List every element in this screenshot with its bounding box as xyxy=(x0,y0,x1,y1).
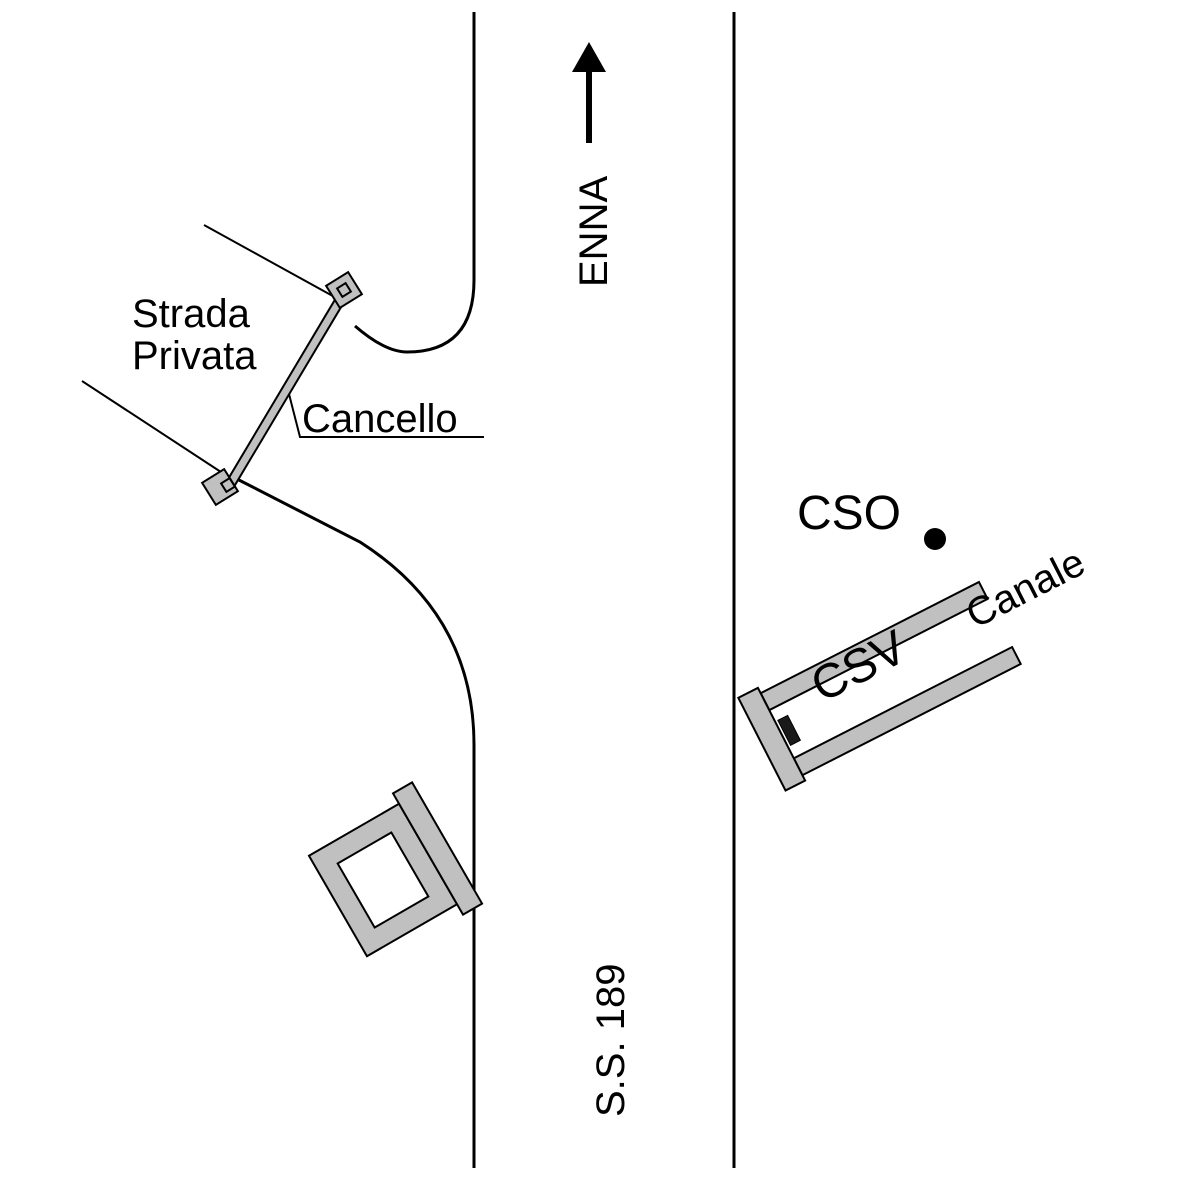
canal-end-wall xyxy=(736,686,807,792)
gate-leader-line xyxy=(288,393,484,438)
direction-label: ENNA xyxy=(572,176,616,287)
gate-post-bottom-inner xyxy=(219,476,237,494)
gate-post-top-inner xyxy=(335,281,353,299)
private-road-label-line2: Privata xyxy=(132,334,257,378)
private-road-upper-edge xyxy=(203,224,341,301)
cso-label: CSO xyxy=(797,487,901,540)
gate-bar-fill xyxy=(224,293,347,490)
road-left-edge xyxy=(354,12,476,354)
road-name-label: S.S. 189 xyxy=(589,964,633,1117)
gate xyxy=(200,270,364,507)
gate-post-top xyxy=(324,270,364,310)
csv-sensor xyxy=(777,714,802,746)
private-road-label-line1: Strada xyxy=(132,292,251,336)
canal-structure xyxy=(736,580,1023,792)
building xyxy=(307,781,484,958)
filled-circle-icon xyxy=(924,528,946,550)
arrow-up-icon xyxy=(572,42,606,143)
private-road-lower-edge xyxy=(81,380,225,475)
building-front-wall xyxy=(391,781,484,916)
road-left-edge-lower xyxy=(234,476,476,1168)
canal-label: Canale xyxy=(959,540,1092,637)
gate-label: Cancello xyxy=(302,397,458,441)
